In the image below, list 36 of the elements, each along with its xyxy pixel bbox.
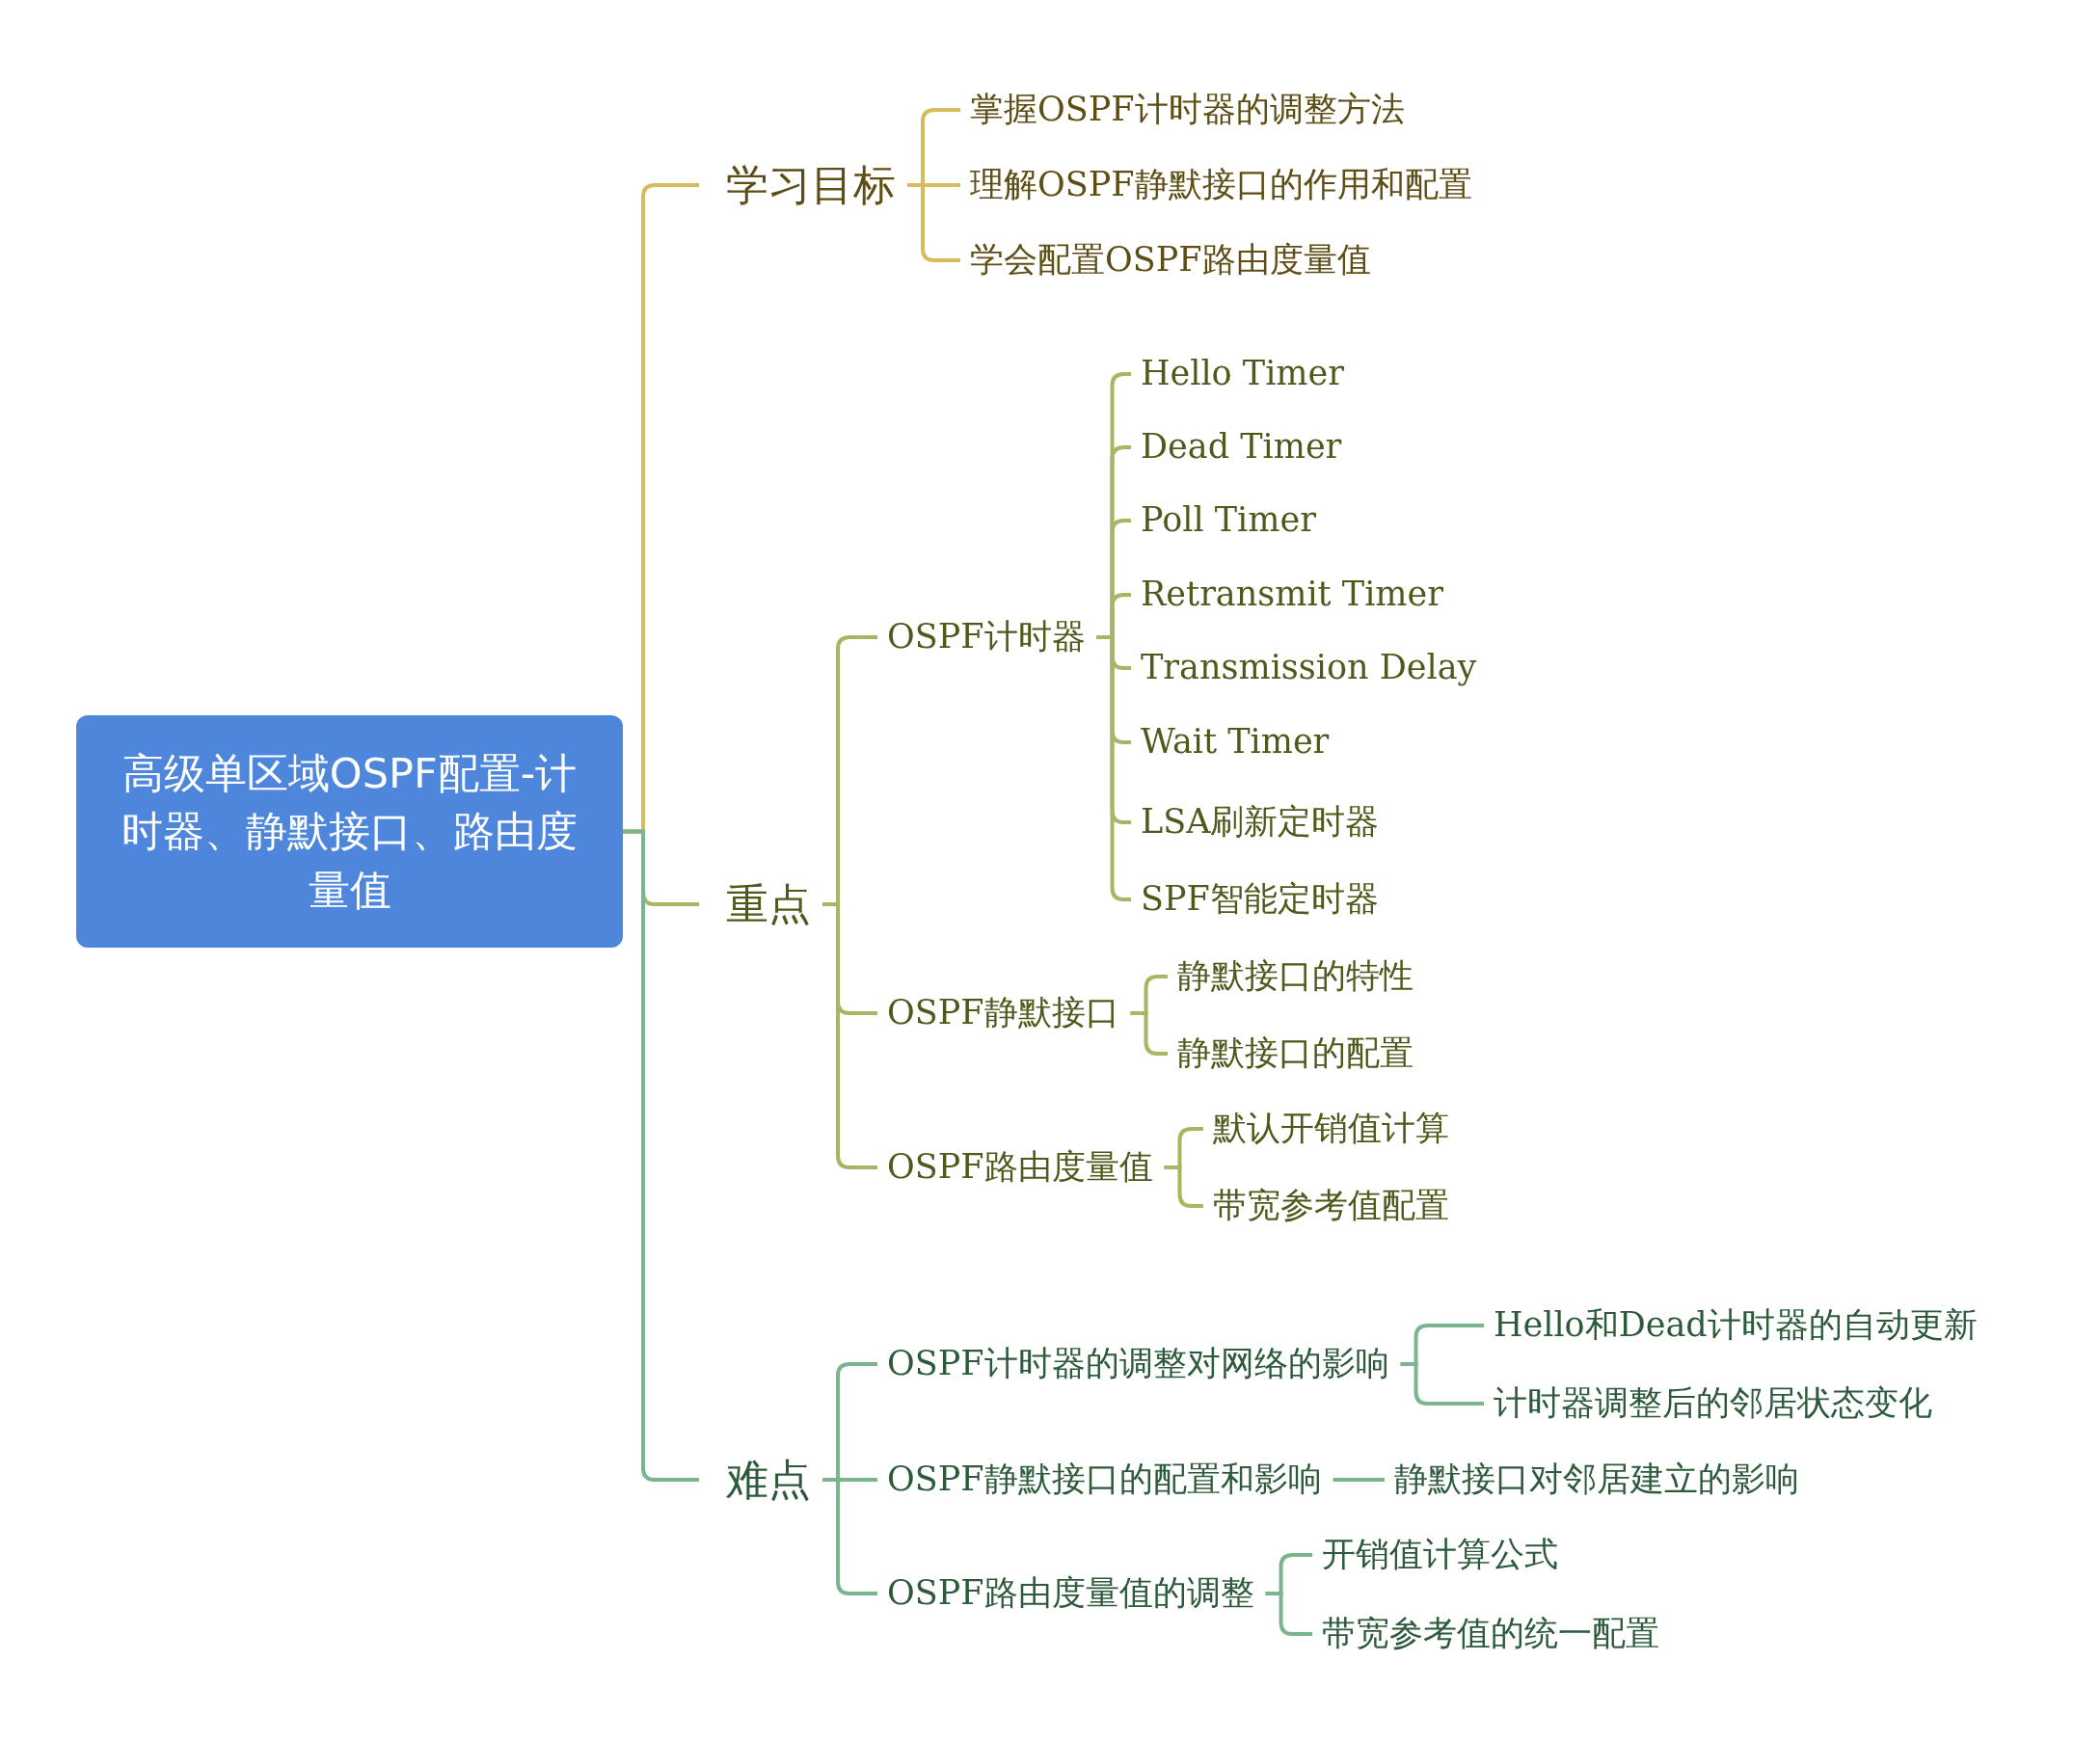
subtopic-label: 静默接口的配置 [1177,1031,1413,1076]
subtopic-label: 理解OSPF静默接口的作用和配置 [970,163,1472,207]
main-topic-label: 学习目标 [726,157,896,213]
main-topic-label: 重点 [726,876,811,932]
main-topic-label: 难点 [726,1452,811,1508]
subtopic-label: Transmission Delay [1141,646,1477,690]
subtopic-label: Wait Timer [1141,720,1330,764]
branch-line [1333,1478,1385,1482]
branch-line [822,1478,877,1595]
subtopic-label: LSA刷新定时器 [1141,800,1380,844]
subtopic-label: Retransmit Timer [1141,573,1443,617]
subtopic-label: OSPF路由度量值 [887,1145,1153,1190]
subtopic-label: SPF智能定时器 [1141,877,1379,922]
subtopic-label: 默认开销值计算 [1213,1107,1449,1151]
subtopic-label: 静默接口的特性 [1177,954,1413,999]
subtopic-label: 开销值计算公式 [1322,1533,1558,1577]
subtopic-label: OSPF计时器 [887,615,1086,659]
subtopic-label: OSPF计时器的调整对网络的影响 [887,1342,1389,1386]
branch-line [1164,1165,1203,1208]
branch-line [1400,1362,1484,1406]
subtopic-label: Dead Timer [1141,425,1342,469]
subtopic-label: 带宽参考值配置 [1213,1184,1449,1228]
subtopic-label: 学会配置OSPF路由度量值 [970,238,1371,282]
subtopic-label: 带宽参考值的统一配置 [1322,1612,1659,1656]
branch-line [623,829,699,1482]
subtopic-label: OSPF路由度量值的调整 [887,1571,1254,1616]
branch-line [907,183,960,262]
subtopic-label: Poll Timer [1141,498,1316,543]
subtopic-label: Hello和Dead计时器的自动更新 [1494,1303,1978,1348]
subtopic-label: Hello Timer [1141,352,1344,396]
subtopic-label: 静默接口对邻居建立的影响 [1394,1458,1799,1502]
central-topic-box: 高级单区域OSPF配置-计时器、静默接口、路由度量值 [76,715,623,948]
subtopic-label: 掌握OSPF计时器的调整方法 [970,88,1405,132]
subtopic-label: 计时器调整后的邻居状态变化 [1494,1381,1932,1426]
subtopic-label: OSPF静默接口的配置和影响 [887,1458,1322,1502]
subtopic-label: OSPF静默接口 [887,991,1119,1035]
